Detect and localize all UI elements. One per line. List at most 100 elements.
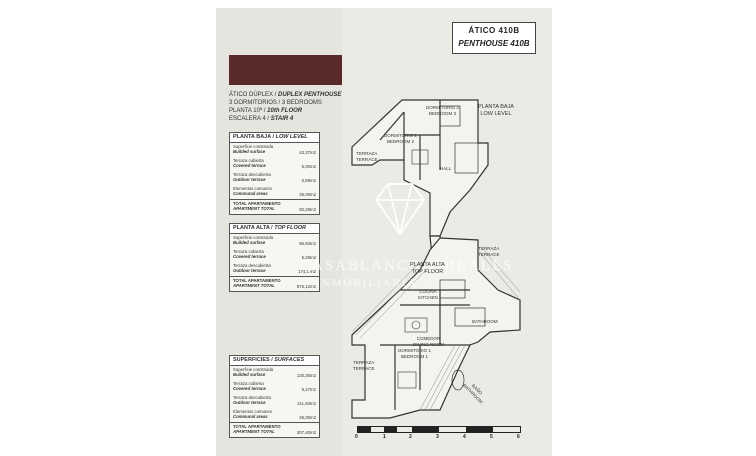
row-label-en: Covered terrace — [233, 163, 266, 168]
watermark-subtext: INMOBILIARIA — [316, 277, 418, 289]
label-en: TOP FLOOR — [411, 268, 444, 275]
label-es: TERRAZA — [478, 246, 500, 251]
row-value: 9,27m2 — [301, 387, 316, 392]
top-floor-outline — [351, 237, 521, 419]
low-level-panel: PLANTA BAJA / LOW LEVEL Superficie const… — [229, 132, 320, 215]
row-label-es: Superficie construida — [233, 235, 274, 240]
watermark-text: CASABLANCO Y REALES — [300, 258, 514, 274]
panel-title-en: SURFACES — [274, 357, 305, 363]
unit-info: ÁTICO DÚPLEX / DUPLEX PENTHOUSE 3 DORMIT… — [229, 91, 347, 123]
row-value: 5,28m2 — [301, 255, 316, 260]
scale-tick: 5 — [490, 434, 493, 440]
label-es: PLANTA ALTA — [410, 262, 445, 268]
panel-title-es: SUPERFICIES / — [233, 357, 273, 363]
scale-tick: 6 — [517, 434, 520, 440]
row-label-es: Terraza descubierta — [233, 172, 271, 177]
row-label-en: Builded surface — [233, 372, 266, 377]
watermark-diamond — [374, 183, 426, 236]
row-label-en: Outdoor terrace — [233, 177, 266, 182]
row-label-en: APARTMENT TOTAL — [233, 206, 275, 211]
row-value: 6,88m2 — [301, 178, 316, 183]
room-hall: HALL — [440, 166, 452, 171]
label-es: DORMITORIO 1 — [398, 348, 431, 353]
row-label-en: Builded surface — [233, 149, 266, 154]
row-label-en: Builded surface — [233, 240, 266, 245]
label-es: DORMITORIO 2 — [384, 133, 417, 138]
label-en: BEDROOM 1 — [400, 353, 428, 359]
row-value: 86,93m2 — [299, 241, 316, 246]
info-line-bedrooms: 3 DORMITORIOS / 3 BEDROOMS — [229, 100, 322, 106]
scale-segment — [384, 427, 397, 432]
low-level-panel-title: PLANTA BAJA / LOW LEVEL — [230, 133, 319, 143]
scale-tick: 0 — [355, 434, 358, 440]
scale-segment — [358, 427, 371, 432]
label-es: PLANTA BAJA — [478, 104, 514, 110]
panel-title-en: LOW LEVEL — [275, 134, 308, 140]
brand-color-bar — [229, 55, 342, 85]
panel-title-es: PLANTA ALTA / — [233, 225, 273, 231]
label-en: TERRACE — [356, 156, 378, 162]
row-label-es: Superficie construida — [233, 367, 274, 372]
info-floor-es: PLANTA 10ª / — [229, 108, 266, 114]
label-en: LOW LEVEL — [480, 110, 512, 117]
row-value: 130,30m2 — [296, 373, 316, 378]
info-stair-en: STAIR 4 — [270, 116, 294, 122]
row-value: 26,00m2 — [299, 415, 316, 420]
row-value: 26,00m2 — [299, 192, 316, 197]
row-label-en: Covered terrace — [233, 254, 266, 259]
row-label-en: Communal areas — [233, 414, 268, 419]
label-en: TERRACE — [353, 365, 375, 371]
info-line-type: ÁTICO DÚPLEX / DUPLEX PENTHOUSE — [229, 91, 347, 99]
panel-title-es: PLANTA BAJA / — [233, 134, 275, 140]
scale-bar — [357, 426, 521, 433]
scale-tick: 4 — [463, 434, 466, 440]
scale-segment — [466, 427, 493, 432]
label-en: BEDROOM 3 — [428, 110, 456, 116]
info-floor-en: 10th FLOOR — [267, 108, 303, 114]
unit-title-es: ÁTICO 410B — [468, 26, 520, 35]
row-label-en: Outdoor terrace — [233, 400, 266, 405]
row-label-es: Terraza cubierta — [233, 381, 264, 386]
row-value: 141,83m2 — [296, 401, 316, 406]
label-en: BEDROOM 2 — [386, 138, 414, 144]
scale-tick: 1 — [383, 434, 386, 440]
scale-segment — [412, 427, 439, 432]
label-es: COCINA — [419, 289, 437, 294]
info-stair-es: ESCALERA 4 / — [229, 116, 270, 122]
info-type-en: DUPLEX PENTHOUSE — [278, 92, 342, 98]
row-value: 174,1 m2 — [298, 269, 316, 274]
info-line-stair: ESCALERA 4 / STAIR 4 — [229, 115, 347, 123]
label-es: TERRAZA — [353, 360, 375, 365]
row-label-es: Terraza descubierta — [233, 395, 271, 400]
row-label-es: Terraza cubierta — [233, 249, 264, 254]
row-value: 5,00m2 — [301, 164, 316, 169]
row-label-en: Communal areas — [233, 191, 268, 196]
row-label-en: Outdoor terrace — [233, 268, 266, 273]
row-label-es: Elementos comunes — [233, 186, 272, 191]
scale-tick: 2 — [409, 434, 412, 440]
info-type-es: ÁTICO DÚPLEX / — [229, 92, 277, 98]
row-label-es: TOTAL APARTAMENTO — [233, 424, 281, 429]
scale-tick: 3 — [436, 434, 439, 440]
row-value: 82,29m2 — [299, 207, 316, 212]
unit-title-en: PENTHOUSE 410B — [458, 39, 530, 48]
